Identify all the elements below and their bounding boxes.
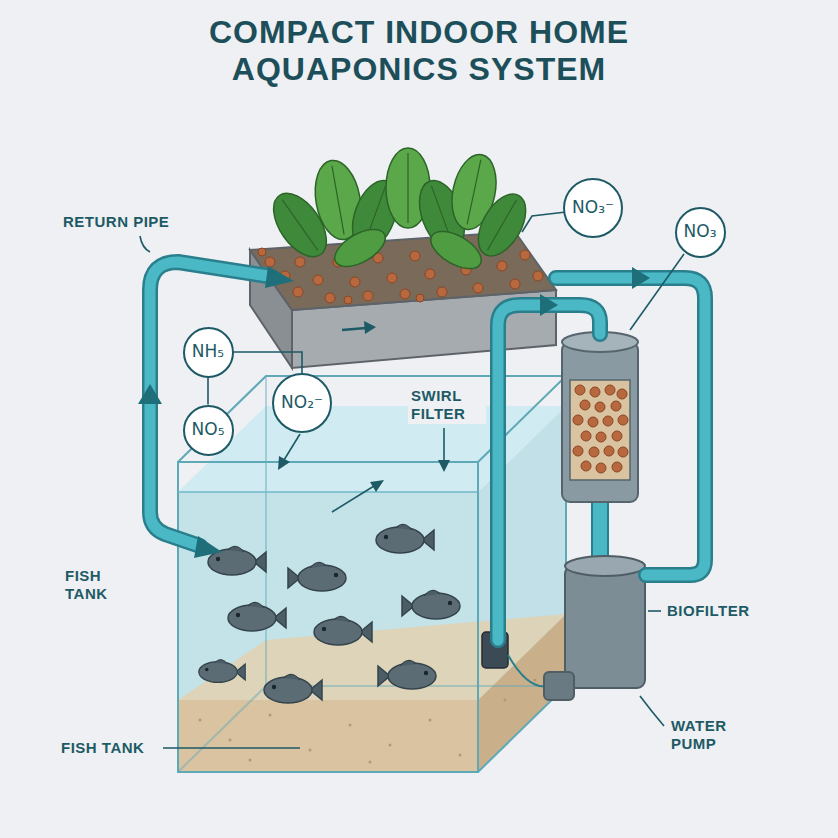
chemical-formula: NO₂⁻ [281,393,323,413]
chemical-circle: NO₂⁻ [272,373,332,433]
water-surface [178,406,566,492]
part-label: BIOFILTER [664,601,753,621]
water-pump [544,672,574,700]
chemical-circle: NO₃⁻ [563,178,623,238]
filter-pipe-outline [498,305,600,640]
bed-pipe-outline [556,278,705,575]
chemical-formula: NO₃⁻ [572,198,614,218]
pipe-arrowheads [138,266,650,558]
chemical-circle: NH₅ [183,327,234,378]
chemical-circle: NO₃ [675,207,726,258]
plants [263,148,535,276]
chemical-formula: NH₅ [192,342,224,362]
leader-arrowheads [278,456,450,492]
flow-arrowhead [364,321,376,334]
chemical-formula: NO₃ [684,222,717,242]
connector-pipe [592,500,608,564]
grow-bed [250,148,556,368]
connector-line [234,352,303,373]
chemical-circle: NO₅ [183,405,234,456]
lower-cylinder [565,566,645,688]
fish-school [199,524,460,703]
bed-pipe [556,278,705,575]
filter-media [573,385,628,473]
fish-tank [178,376,566,772]
tank-glass [178,376,566,772]
part-label: SWIRL FILTER [408,386,486,424]
diagram-title: COMPACT INDOOR HOME AQUAPONICS SYSTEM [184,14,654,88]
filter-pipe [498,305,600,640]
pump-wire [508,655,548,686]
part-label: FISH TANK [58,738,147,758]
part-label: FISH TANK [62,566,128,604]
return-pipe [150,262,268,546]
pipes [150,262,705,640]
water-line [178,491,478,493]
flow-arrow [342,328,366,330]
title-bar: COMPACT INDOOR HOME AQUAPONICS SYSTEM [0,14,838,88]
leader-lines [140,212,684,748]
cylinder-top [565,556,645,576]
sand-front [178,700,478,772]
biofilter-unit [544,332,645,700]
return-pipe-outline [150,262,268,546]
part-label: WATER PUMP [668,716,746,754]
sand-grains [199,679,537,764]
part-label: RETURN PIPE [60,212,172,232]
filter-canister [562,342,638,502]
chemical-formula: NO₅ [192,420,225,440]
canister-window [570,380,630,480]
connector-line [207,378,209,405]
